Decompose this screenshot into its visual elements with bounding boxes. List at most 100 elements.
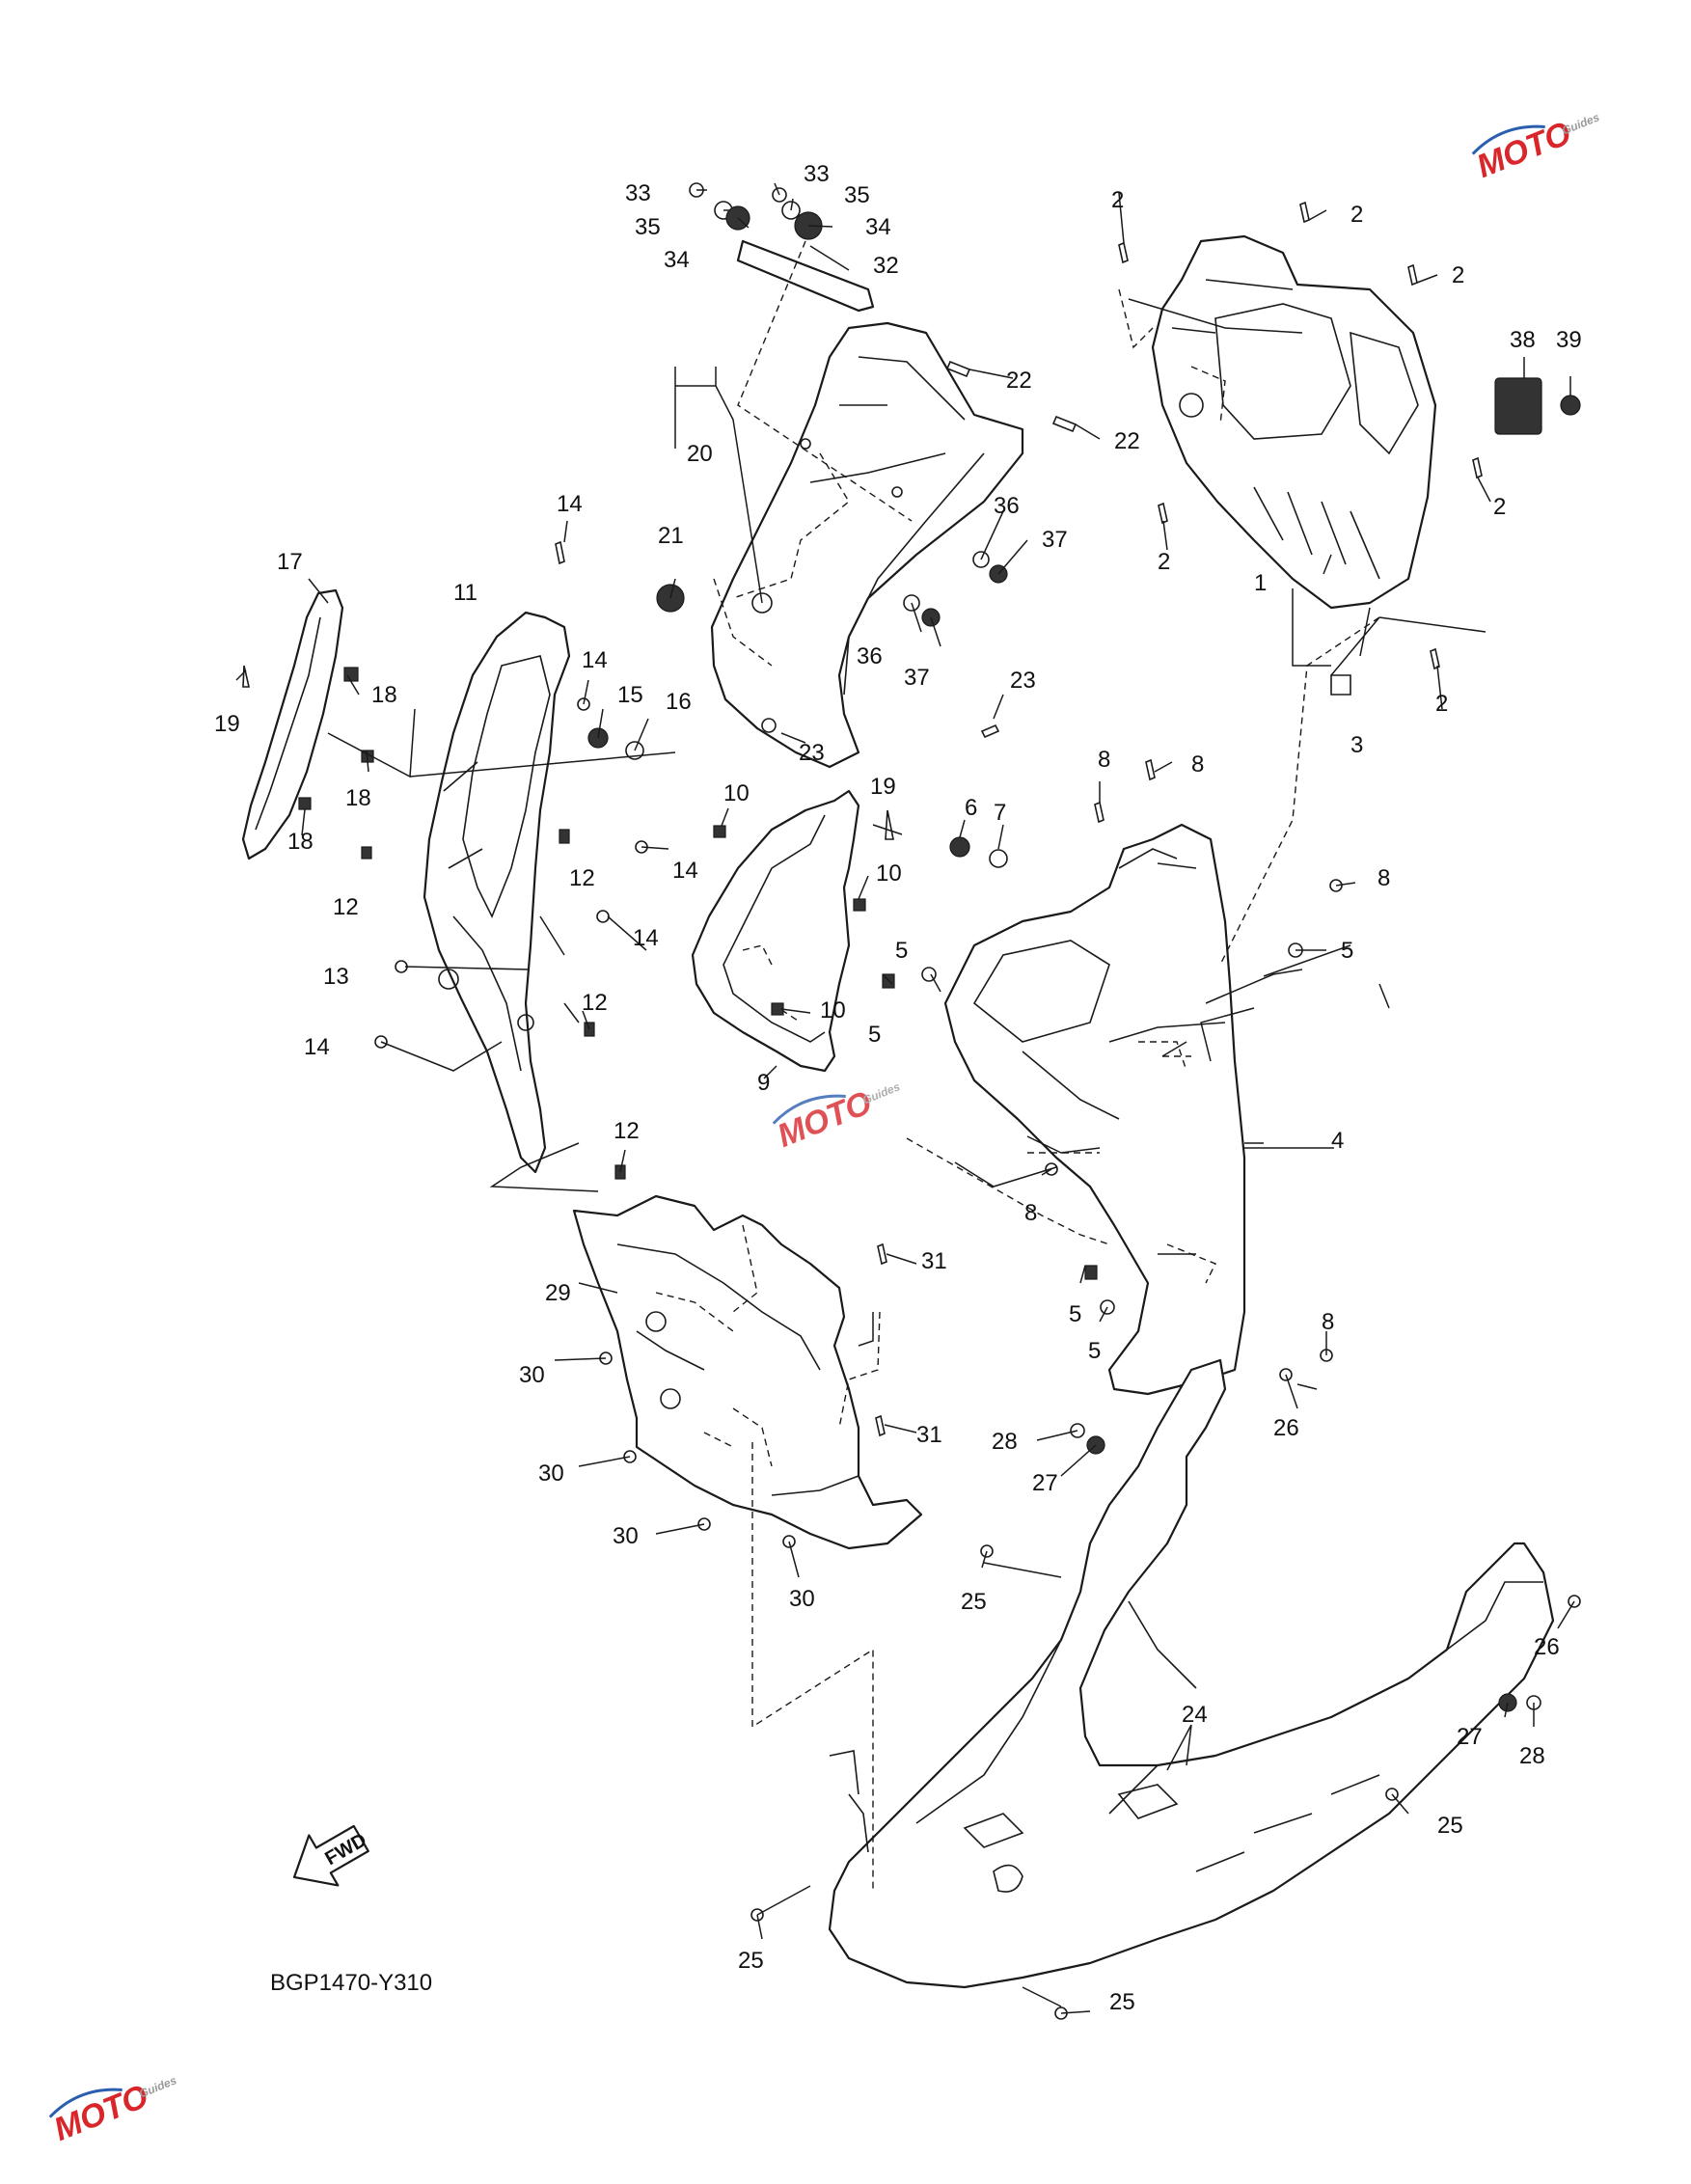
callout-10c: 10 — [820, 997, 846, 1024]
callout-19a: 19 — [214, 711, 240, 737]
callout-28a: 28 — [992, 1429, 1018, 1455]
callout-33a: 33 — [625, 180, 651, 206]
callout-2e: 2 — [1493, 494, 1506, 520]
callout-14b: 14 — [582, 647, 608, 673]
callout-2f: 2 — [1435, 691, 1448, 717]
callout-36a: 36 — [994, 493, 1020, 519]
callout-6: 6 — [965, 795, 977, 821]
callout-20: 20 — [687, 441, 713, 467]
callout-26a: 26 — [1273, 1415, 1299, 1441]
callout-2d: 2 — [1158, 549, 1170, 575]
callout-27a: 27 — [1032, 1470, 1058, 1496]
callout-8d: 8 — [1024, 1200, 1037, 1226]
callout-8c: 8 — [1377, 865, 1390, 891]
callout-9: 9 — [757, 1070, 770, 1096]
callout-23b: 23 — [799, 740, 825, 766]
callout-22a: 22 — [1006, 368, 1032, 394]
callout-30b: 30 — [538, 1461, 564, 1487]
watermark-logo: MOTO Guides — [1472, 110, 1602, 185]
callout-24: 24 — [1182, 1702, 1208, 1728]
callout-labels: 1 2 2 2 2 2 2 3 4 5 5 5 5 5 6 7 8 8 8 8 … — [214, 161, 1582, 2015]
callout-39: 39 — [1556, 327, 1582, 353]
callout-26b: 26 — [1534, 1634, 1560, 1660]
callout-12a: 12 — [569, 865, 595, 891]
part-side-cover — [943, 823, 1246, 1396]
watermark-logo-center: MOTO Guides — [773, 1079, 903, 1155]
callout-15: 15 — [617, 682, 643, 708]
callout-14c: 14 — [672, 858, 698, 884]
callout-35b: 35 — [844, 182, 870, 208]
callout-29: 29 — [545, 1280, 571, 1306]
callout-8e: 8 — [1322, 1309, 1334, 1335]
callout-11: 11 — [453, 580, 477, 606]
callout-18a: 18 — [371, 682, 397, 708]
part-trim — [241, 588, 344, 860]
callout-23a: 23 — [1010, 668, 1036, 694]
callout-31b: 31 — [916, 1422, 942, 1448]
callout-7: 7 — [994, 800, 1006, 826]
callout-12c: 12 — [582, 990, 608, 1016]
callout-31a: 31 — [921, 1248, 947, 1274]
callout-38: 38 — [1510, 327, 1536, 353]
callout-25d: 25 — [1109, 1989, 1135, 2015]
callout-28b: 28 — [1519, 1743, 1545, 1769]
callout-4: 4 — [1331, 1128, 1344, 1154]
callout-22b: 22 — [1114, 428, 1140, 454]
diagram-code: BGP1470-Y310 — [270, 1970, 432, 1996]
hardware-fasteners — [242, 182, 1581, 2020]
callout-5a: 5 — [895, 938, 908, 964]
callout-30a: 30 — [519, 1362, 545, 1388]
callout-25b: 25 — [1437, 1813, 1463, 1839]
callout-32: 32 — [873, 253, 899, 279]
callout-18c: 18 — [287, 829, 314, 855]
callout-2b: 2 — [1350, 202, 1363, 228]
callout-33b: 33 — [804, 161, 830, 187]
callout-14e: 14 — [304, 1034, 330, 1060]
callout-14a: 14 — [557, 491, 583, 517]
callout-37a: 37 — [1042, 527, 1068, 553]
callout-3: 3 — [1350, 732, 1363, 758]
watermark-logo-bottom: MOTO Guides — [49, 2073, 179, 2148]
callout-34a: 34 — [664, 247, 690, 273]
callout-18b: 18 — [345, 785, 371, 811]
watermark-sub-center: Guides — [860, 1079, 902, 1106]
part-left-side-panel — [423, 611, 571, 1174]
callout-25c: 25 — [738, 1948, 764, 1974]
dashed-reference-lines — [703, 240, 1380, 1891]
callout-10a: 10 — [723, 780, 750, 806]
callout-30c: 30 — [613, 1523, 639, 1549]
callout-21: 21 — [658, 523, 684, 549]
callout-17: 17 — [277, 549, 303, 575]
callout-8a: 8 — [1098, 747, 1110, 773]
callout-12d: 12 — [614, 1118, 640, 1144]
part-inner-panel — [1151, 234, 1437, 610]
callout-14d: 14 — [633, 925, 659, 951]
callout-37b: 37 — [904, 665, 930, 691]
callout-5d: 5 — [1069, 1301, 1081, 1327]
callout-10b: 10 — [876, 860, 902, 887]
callout-19b: 19 — [870, 774, 896, 800]
callout-12b: 12 — [333, 894, 359, 920]
callout-25a: 25 — [961, 1589, 987, 1615]
callout-30d: 30 — [789, 1586, 815, 1612]
callout-13: 13 — [323, 964, 349, 990]
callout-36b: 36 — [857, 643, 883, 669]
callout-34b: 34 — [865, 214, 891, 240]
watermark-sub-bottom: Guides — [137, 2073, 178, 2100]
leader-lines — [235, 182, 1575, 2014]
callout-35a: 35 — [635, 214, 661, 240]
callout-5e: 5 — [1088, 1338, 1101, 1364]
watermark-sub: Guides — [1560, 110, 1601, 137]
callout-2c: 2 — [1452, 262, 1464, 288]
callout-5c: 5 — [1341, 938, 1353, 964]
callout-16: 16 — [666, 689, 692, 715]
callout-8b: 8 — [1191, 751, 1204, 778]
callout-1: 1 — [1254, 570, 1267, 596]
callout-2a: 2 — [1111, 187, 1124, 213]
callout-27b: 27 — [1457, 1724, 1483, 1750]
part-upper-front-cover — [710, 321, 1024, 769]
part-lower-front-guard — [572, 1194, 923, 1550]
callout-5b: 5 — [868, 1022, 881, 1048]
part-floor-panel — [828, 1358, 1555, 1989]
